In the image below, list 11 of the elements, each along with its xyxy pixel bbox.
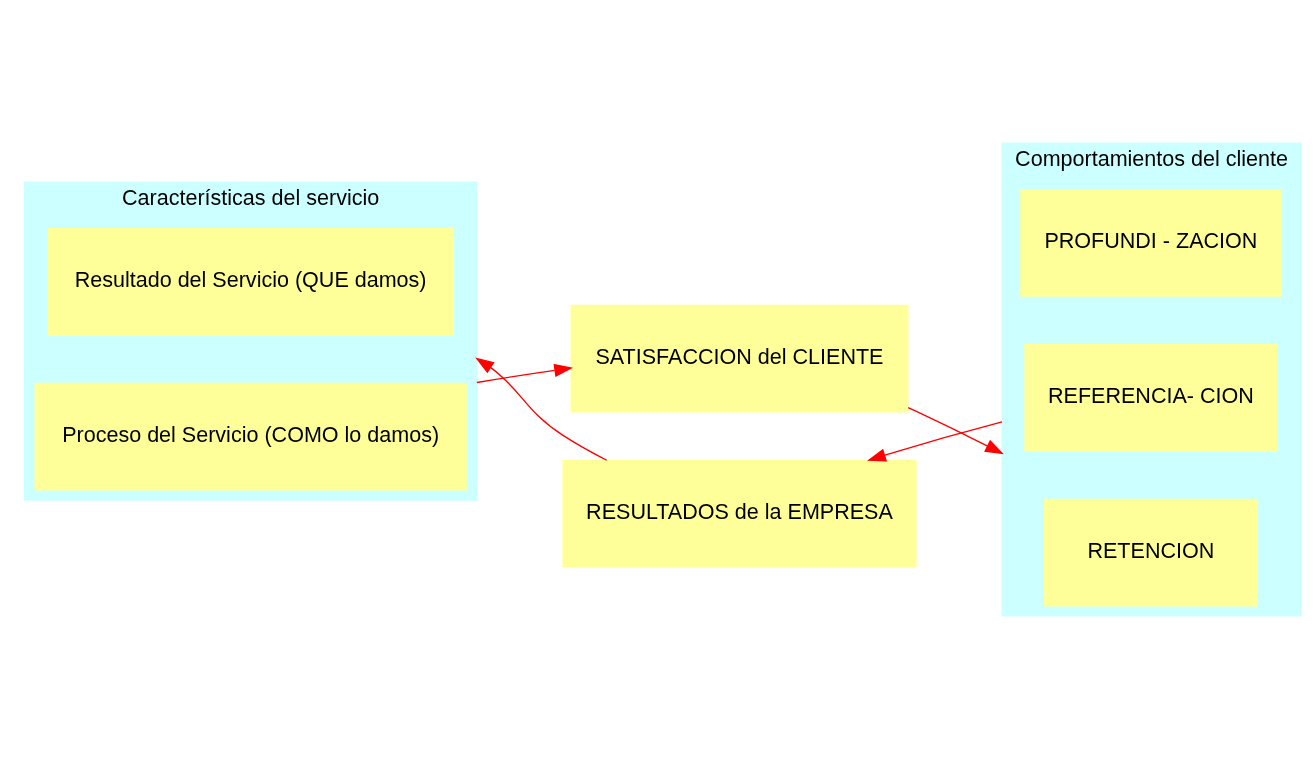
- node-box: RETENCION: [1043, 498, 1258, 607]
- arrow: [476, 363, 574, 384]
- arrow: [907, 406, 1004, 455]
- node-box: REFERENCIA- CION: [1024, 343, 1278, 452]
- arrow: [867, 421, 1003, 462]
- node-box: RESULTADOS de la EMPRESA: [562, 459, 917, 568]
- node-box: PROFUNDI - ZACION: [1020, 188, 1282, 297]
- node-box: Resultado del Servicio (QUE damos): [47, 228, 454, 336]
- node-box: SATISFACCION del CLIENTE: [570, 304, 909, 413]
- arrow: [475, 357, 608, 461]
- node-box: Proceso del Servicio (COMO lo damos): [34, 382, 467, 491]
